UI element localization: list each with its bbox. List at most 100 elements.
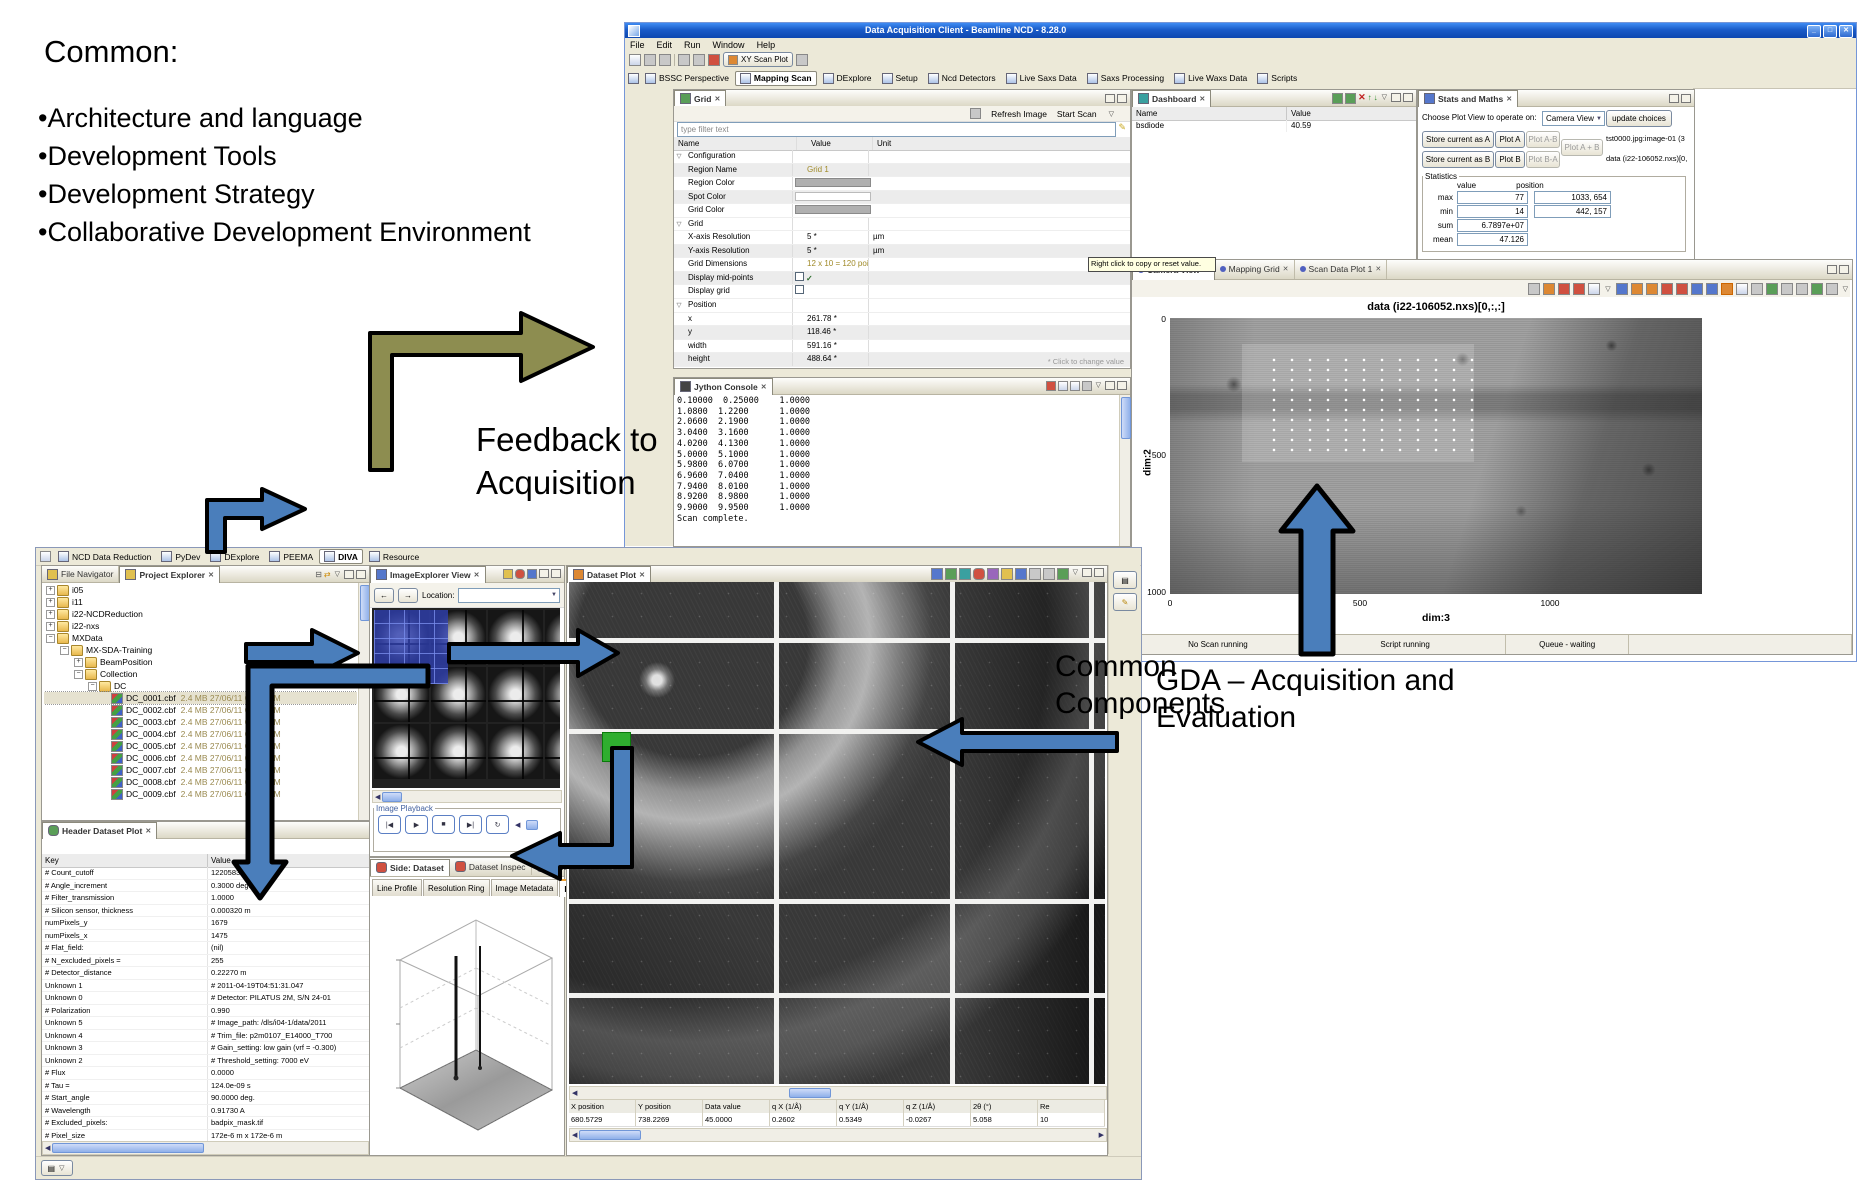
minimize-icon[interactable] xyxy=(1391,92,1401,102)
plot-hscrollbar[interactable]: ◀ xyxy=(569,1086,1107,1100)
header-table-row[interactable]: # N_excluded_pixels =255 xyxy=(42,954,369,967)
dashboard-menu-icon[interactable]: ▽ xyxy=(1381,93,1387,101)
histogram-icon[interactable] xyxy=(930,568,943,580)
copy-icon[interactable] xyxy=(1028,568,1041,580)
camera-plot-area[interactable]: data (i22-106052.nxs)[0,:,:] dim:2 0 500… xyxy=(1132,297,1852,635)
minimize-icon[interactable] xyxy=(1827,265,1837,274)
grid-table-row[interactable]: ▽Grid xyxy=(674,217,1130,232)
playback-stop-icon[interactable]: ■ xyxy=(432,815,455,834)
wb-perspective-tab[interactable]: PyDev xyxy=(157,549,204,564)
scroll-lock-icon[interactable] xyxy=(1069,381,1080,391)
perspective-open-icon[interactable] xyxy=(40,551,51,562)
diffraction-thumbnail[interactable] xyxy=(488,667,543,722)
menu-item[interactable]: Run xyxy=(684,39,701,50)
peak-profile-3d-plot[interactable] xyxy=(372,898,562,1153)
wb-perspective-tab[interactable]: PEEMA xyxy=(265,549,317,564)
perspective-tab[interactable]: Ncd Detectors xyxy=(924,71,1000,86)
maximize-button[interactable]: □ xyxy=(1823,25,1837,38)
axes-icon[interactable] xyxy=(1750,282,1763,295)
maximize-icon[interactable] xyxy=(1839,265,1849,274)
print-plot-icon[interactable] xyxy=(1042,568,1055,580)
view-menu-icon[interactable]: ▽ xyxy=(334,570,340,578)
tree-item[interactable]: +i22-nxs xyxy=(44,620,357,632)
expand-v-icon[interactable] xyxy=(1675,282,1688,295)
header-table-row[interactable]: # Flat_field:(nil) xyxy=(42,942,369,955)
side-subtab[interactable]: Line Profile xyxy=(372,879,423,896)
diffraction-thumbnail[interactable] xyxy=(545,724,560,779)
crosshair-y-icon[interactable] xyxy=(1573,282,1586,295)
minimize-icon[interactable] xyxy=(539,569,549,578)
grid-table-row[interactable]: ▽Configuration xyxy=(674,150,1130,164)
expand-h-icon[interactable] xyxy=(1660,282,1673,295)
header-table-row[interactable]: Unknown 1# 2011-04-19T04:51:31.047 xyxy=(42,979,369,992)
perspective-tab[interactable]: Scripts xyxy=(1253,71,1301,86)
print-icon[interactable] xyxy=(1795,282,1808,295)
wb-perspective-tab[interactable]: DExplore xyxy=(206,549,263,564)
pointer-icon[interactable] xyxy=(1735,282,1748,295)
stat-position-field[interactable]: 1033, 654 xyxy=(1534,190,1611,204)
tree-item[interactable]: +i05 xyxy=(44,584,357,596)
tree-scrollbar[interactable] xyxy=(358,583,370,820)
fast-view-toggle[interactable]: ▤▽ xyxy=(41,1160,73,1176)
toolbar-overflow-icon[interactable]: ▽ xyxy=(1842,285,1848,293)
header-table-row[interactable]: Unknown 5# Image_path: /dls/i04-1/data/2… xyxy=(42,1017,369,1030)
tab-stats-maths[interactable]: Stats and Maths✕ xyxy=(1418,89,1519,107)
perspective-tab[interactable]: Saxs Processing xyxy=(1083,71,1168,86)
feedback-icon[interactable] xyxy=(503,569,513,579)
maximize-icon[interactable] xyxy=(1403,92,1413,102)
record-icon[interactable] xyxy=(515,569,525,579)
grid-table-row[interactable]: Display grid xyxy=(674,285,1130,300)
side-subtab[interactable]: Image Metadata xyxy=(490,879,559,896)
add-scannable-icon[interactable] xyxy=(1345,92,1357,104)
pixel-table-header-cell[interactable]: Re xyxy=(1038,1100,1105,1113)
perspective-tab[interactable]: Mapping Scan xyxy=(734,70,817,86)
tab-jython-console[interactable]: Jython Console✕ xyxy=(674,377,773,395)
region-menu-icon[interactable]: ▽ xyxy=(1605,285,1611,293)
move-up-icon[interactable]: ↑ xyxy=(1367,92,1372,102)
configure-icon[interactable] xyxy=(1528,282,1541,295)
view-menu-icon[interactable]: ▽ xyxy=(1108,110,1114,118)
acq-title-bar[interactable]: Data Acquisition Client - Beamline NCD -… xyxy=(625,23,1856,38)
colour-map-icon[interactable] xyxy=(1543,282,1556,295)
redo-icon[interactable] xyxy=(693,53,705,66)
perspective-tab[interactable]: Setup xyxy=(878,71,922,86)
playback-play-icon[interactable]: ▶ xyxy=(405,815,428,834)
header-table-row[interactable]: # Excluded_pixels:badpix_mask.tif xyxy=(42,1117,369,1130)
menu-item[interactable]: Help xyxy=(756,39,776,50)
diffraction-image[interactable] xyxy=(569,582,1105,1084)
grid-table-row[interactable]: Region Color xyxy=(674,177,1130,191)
undo-zoom-icon[interactable] xyxy=(1765,282,1778,295)
header-table-row[interactable]: Unknown 2# Threshold_setting: 7000 eV xyxy=(42,1054,369,1067)
grid-table-row[interactable]: Display mid-points✓ xyxy=(674,271,1130,286)
restore-view-icon[interactable]: ▤ xyxy=(1113,571,1137,589)
diffraction-thumbnail[interactable] xyxy=(374,724,429,779)
filter-input[interactable]: type filter text xyxy=(677,122,1116,137)
camera-panel-tab[interactable]: Scan Data Plot 1✕ xyxy=(1295,259,1388,279)
plot-a-plus-b-button[interactable]: Plot A + B xyxy=(1561,139,1603,156)
forward-icon[interactable]: → xyxy=(398,587,418,603)
grid-table-row[interactable]: Spot Color xyxy=(674,190,1130,205)
close-button[interactable]: ✕ xyxy=(1839,25,1853,38)
table-hscrollbar[interactable]: ◀▶ xyxy=(569,1128,1107,1142)
minimize-icon[interactable] xyxy=(1105,93,1115,103)
link-editor-icon[interactable]: ⇄ xyxy=(323,569,331,579)
undo-icon[interactable] xyxy=(678,53,690,66)
save-all-icon[interactable] xyxy=(659,53,671,66)
console-scrollbar[interactable] xyxy=(1119,395,1131,546)
move-down-icon[interactable]: ↓ xyxy=(1373,92,1378,102)
